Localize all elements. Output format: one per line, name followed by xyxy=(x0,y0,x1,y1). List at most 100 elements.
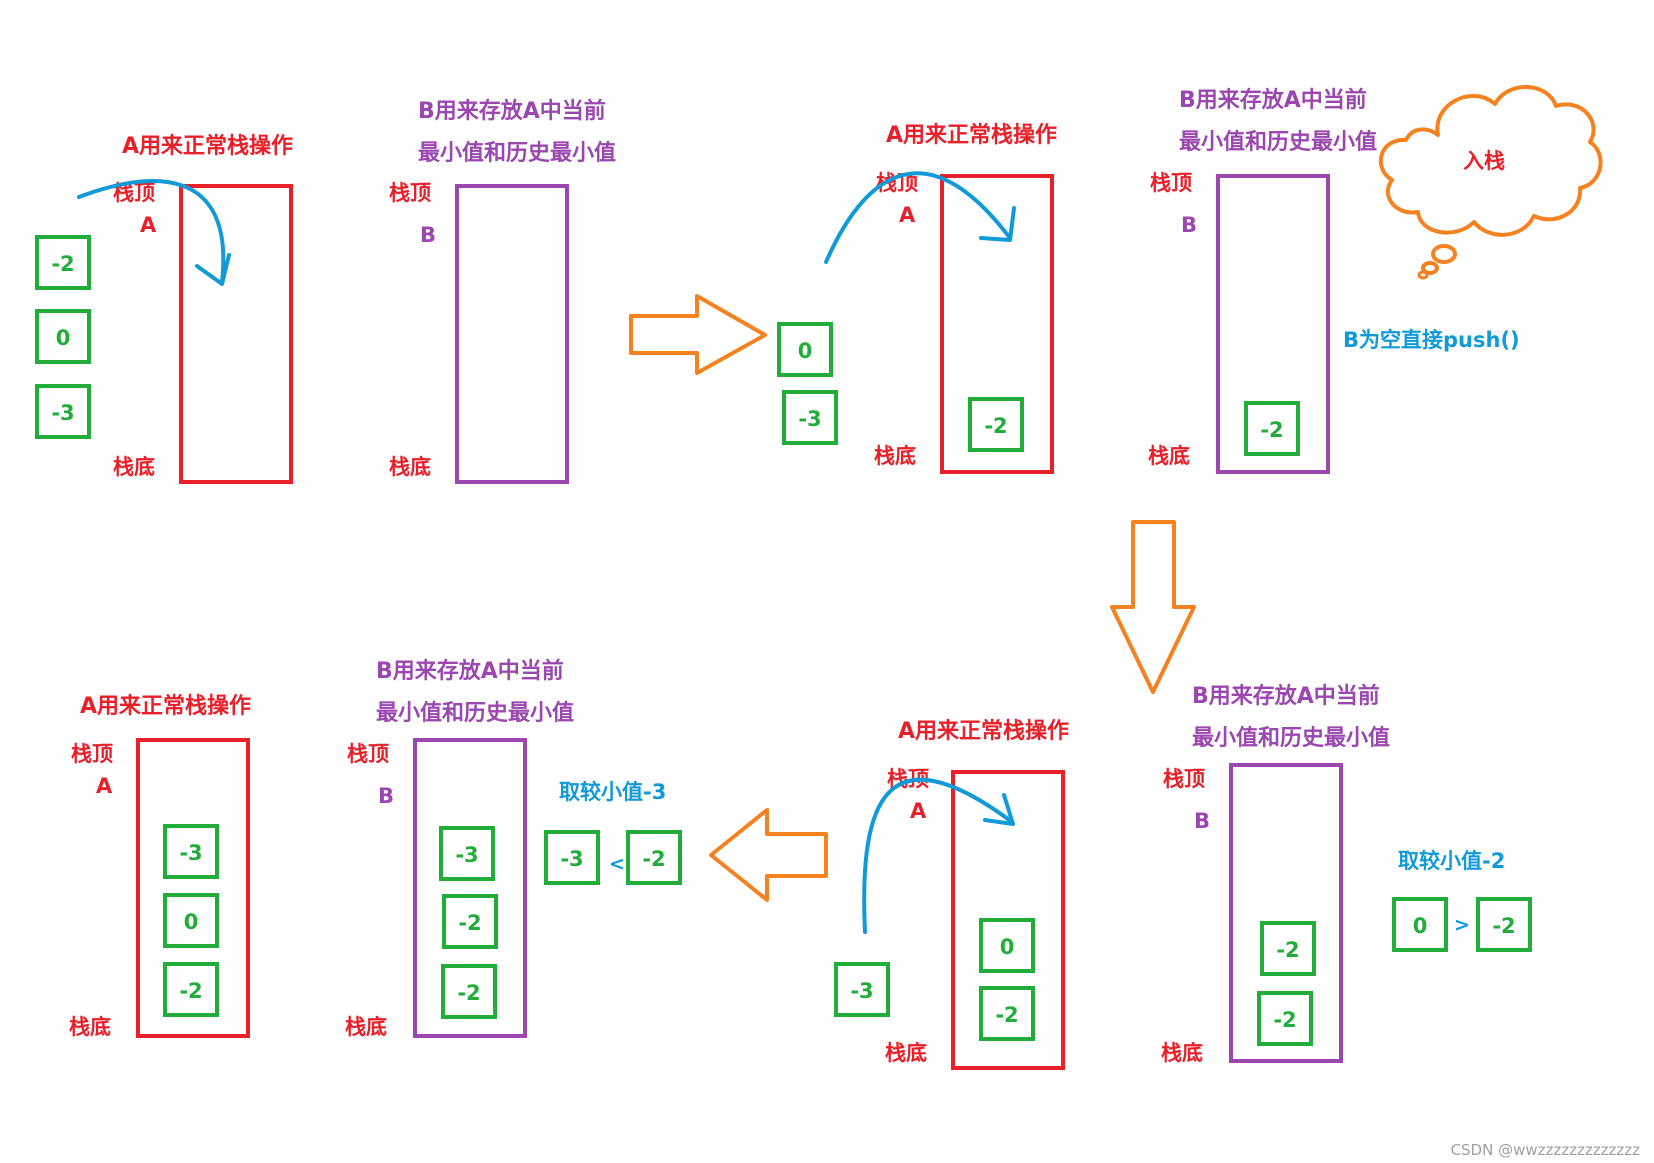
element-value: 0 xyxy=(184,910,199,934)
element-value: -2 xyxy=(179,979,202,1003)
stack-b xyxy=(455,184,569,484)
element-box: -3 xyxy=(834,962,890,1017)
note-b-empty-push: B为空直接push() xyxy=(1343,328,1520,352)
element-box: -2 xyxy=(979,986,1035,1041)
element-value: -3 xyxy=(560,847,583,871)
stack-b-name-label: B xyxy=(420,223,436,247)
arrow-left-icon xyxy=(709,808,828,902)
stack-a-top-label: 栈顶 xyxy=(71,742,113,766)
stack-a-name-label: A xyxy=(96,774,113,798)
note-min-neg2: 取较小值-2 xyxy=(1398,849,1505,873)
element-value: -3 xyxy=(455,843,478,867)
element-value: -3 xyxy=(798,407,821,431)
element-value: -2 xyxy=(995,1003,1018,1027)
arrow-right-icon xyxy=(629,294,767,375)
element-value: 0 xyxy=(798,339,813,363)
push-arrow-icon xyxy=(77,179,231,286)
stack-a-name-label: A xyxy=(140,213,157,237)
stack-a-bottom-label: 栈底 xyxy=(113,455,155,479)
stack-b-bottom-label: 栈底 xyxy=(389,455,431,479)
element-value: -3 xyxy=(51,401,74,425)
element-box: -2 xyxy=(441,964,497,1019)
element-box: -3 xyxy=(782,390,838,445)
stack-a-title: A用来正常栈操作 xyxy=(80,693,251,719)
element-box: -2 xyxy=(1257,991,1313,1046)
element-value: -2 xyxy=(458,911,481,935)
stack-b-title-line1: B用来存放A中当前 xyxy=(418,98,606,124)
compare-operator: > xyxy=(1454,914,1470,936)
stack-a-bottom-label: 栈底 xyxy=(874,444,916,468)
stack-a xyxy=(940,174,1054,474)
element-box: -3 xyxy=(439,826,495,881)
stack-b xyxy=(1216,174,1330,474)
element-box: 0 xyxy=(777,322,833,377)
element-box: -3 xyxy=(544,830,600,885)
element-box: 0 xyxy=(163,893,219,948)
element-box: -2 xyxy=(35,235,91,290)
stack-a-title: A用来正常栈操作 xyxy=(122,133,293,159)
element-value: 0 xyxy=(1000,935,1015,959)
element-box: -3 xyxy=(163,824,219,879)
stack-b-title-line1: B用来存放A中当前 xyxy=(1192,683,1380,709)
stack-b-title-line2: 最小值和历史最小值 xyxy=(1192,725,1390,751)
stack-a xyxy=(179,184,293,484)
element-value: -2 xyxy=(51,252,74,276)
stack-b-title-line2: 最小值和历史最小值 xyxy=(1179,129,1377,155)
element-box: 0 xyxy=(979,918,1035,973)
stack-a xyxy=(951,770,1065,1070)
stack-b xyxy=(413,738,527,1038)
stack-b-title-line2: 最小值和历史最小值 xyxy=(376,700,574,726)
watermark-text: CSDN @wwzzzzzzzzzzzzz xyxy=(1451,1141,1641,1159)
stack-b-name-label: B xyxy=(1194,809,1210,833)
push-arrow-icon xyxy=(824,171,1016,264)
stack-a-bottom-label: 栈底 xyxy=(885,1041,927,1065)
panel-1-initial: A用来正常栈操作 栈顶 A 栈底 B用来存放A中当前 最小值和历史最小值 栈顶 … xyxy=(35,98,616,484)
element-value: -2 xyxy=(1273,1008,1296,1032)
panel-4-push-neg3: A用来正常栈操作 栈顶 A 栈底 -3 0 -2 B用来存放A中当前 最小值和历… xyxy=(69,658,682,1039)
stack-b-top-label: 栈顶 xyxy=(347,742,389,766)
stack-a xyxy=(136,738,250,1038)
stack-b-title-line1: B用来存放A中当前 xyxy=(376,658,564,684)
element-value: -2 xyxy=(1260,418,1283,442)
element-box: -3 xyxy=(35,384,91,439)
stack-b-bottom-label: 栈底 xyxy=(1148,444,1190,468)
compare-operator: < xyxy=(609,853,625,875)
stack-a-title: A用来正常栈操作 xyxy=(886,122,1057,148)
element-box: 0 xyxy=(1392,897,1448,952)
cloud-text: 入栈 xyxy=(1463,149,1505,173)
stack-b-top-label: 栈顶 xyxy=(1150,171,1192,195)
element-value: -3 xyxy=(179,841,202,865)
element-value: -2 xyxy=(1492,914,1515,938)
element-box: -2 xyxy=(626,830,682,885)
stack-b xyxy=(1229,763,1343,1063)
element-box: -2 xyxy=(163,962,219,1017)
note-min-neg3: 取较小值-3 xyxy=(559,780,666,804)
stack-b-top-label: 栈顶 xyxy=(389,181,431,205)
element-value: -2 xyxy=(642,847,665,871)
stack-b-name-label: B xyxy=(378,784,394,808)
element-box: -2 xyxy=(1244,401,1300,456)
element-box: -2 xyxy=(1476,897,1532,952)
element-box: -2 xyxy=(968,397,1024,452)
thought-cloud-icon: 入栈 xyxy=(1378,85,1603,280)
push-arrow-icon xyxy=(862,777,1015,934)
stack-a-bottom-label: 栈底 xyxy=(69,1015,111,1039)
stack-b-name-label: B xyxy=(1181,213,1197,237)
stack-b-bottom-label: 栈底 xyxy=(345,1015,387,1039)
panel-2-push-neg2: A用来正常栈操作 栈顶 A 栈底 -2 B用来存放A中当前 最小值和历史最小值 … xyxy=(777,85,1603,474)
stack-b-bottom-label: 栈底 xyxy=(1161,1041,1203,1065)
stack-b-top-label: 栈顶 xyxy=(1163,767,1205,791)
element-value: -2 xyxy=(984,414,1007,438)
panel-3-push-zero: A用来正常栈操作 栈顶 A 栈底 0 -2 B用来存放A中当前 最小值和历史最小… xyxy=(834,683,1532,1070)
element-box: -2 xyxy=(1260,921,1316,976)
stack-b-title-line2: 最小值和历史最小值 xyxy=(418,140,616,166)
element-box: -2 xyxy=(442,894,498,949)
element-value: 0 xyxy=(56,326,71,350)
element-box: 0 xyxy=(35,309,91,364)
stack-b-title-line1: B用来存放A中当前 xyxy=(1179,87,1367,113)
element-value: -2 xyxy=(1276,938,1299,962)
stack-a-title: A用来正常栈操作 xyxy=(898,718,1069,744)
element-value: 0 xyxy=(1413,914,1428,938)
element-value: -3 xyxy=(850,979,873,1003)
